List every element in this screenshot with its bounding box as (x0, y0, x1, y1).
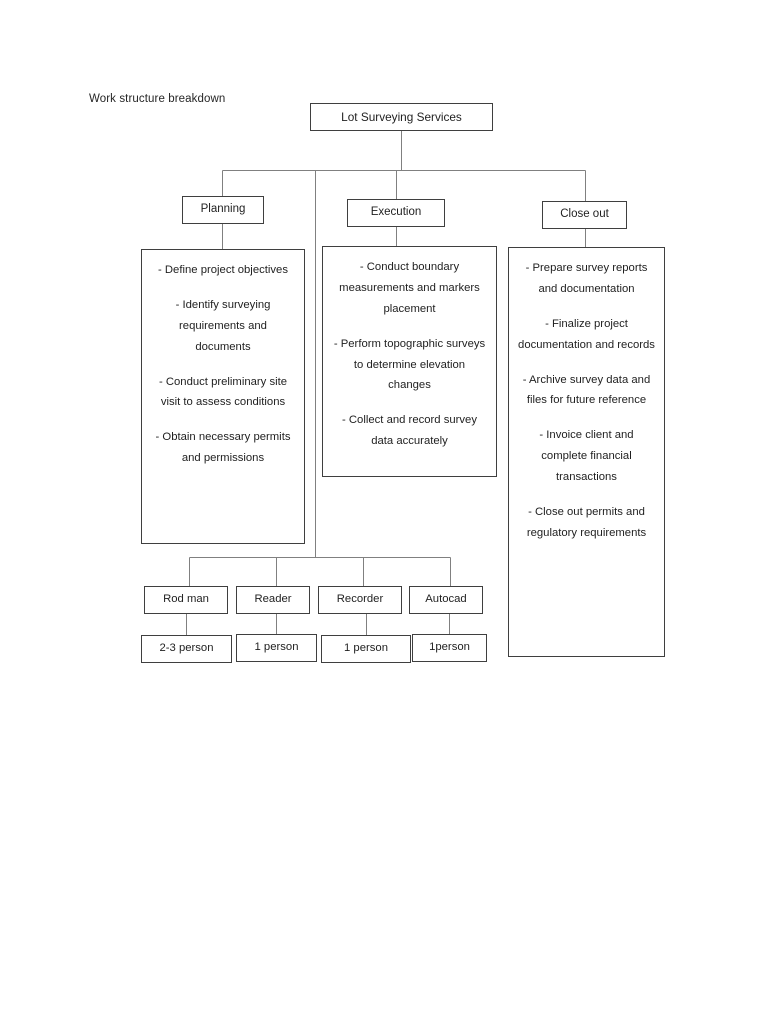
node-phase-execution[interactable]: Execution (347, 199, 445, 227)
node-count-recorder[interactable]: 1 person (321, 635, 411, 663)
panel-planning-tasks: - Define project objectives - Identify s… (141, 249, 305, 544)
node-role-autocad[interactable]: Autocad (409, 586, 483, 614)
node-phase-closeout[interactable]: Close out (542, 201, 627, 229)
node-root-lot-surveying-services[interactable]: Lot Surveying Services (310, 103, 493, 131)
task-item: - Archive survey data and files for futu… (522, 373, 651, 407)
node-role-rod-man[interactable]: Rod man (144, 586, 228, 614)
task-item: - Identify surveying requirements and do… (175, 298, 271, 353)
node-phase-planning[interactable]: Planning (182, 196, 264, 224)
task-item: - Close out permits and regulatory requi… (526, 506, 647, 539)
node-role-reader[interactable]: Reader (236, 586, 310, 614)
task-item: - Prepare survey reports and documentati… (525, 262, 648, 295)
node-role-recorder[interactable]: Recorder (318, 586, 402, 614)
task-item: - Invoice client and complete financial … (539, 429, 634, 484)
task-item: - Perform topographic surveys to determi… (333, 337, 486, 392)
panel-execution-tasks: - Conduct boundary measurements and mark… (322, 246, 497, 477)
task-item: - Collect and record survey data accurat… (342, 414, 477, 448)
node-count-reader[interactable]: 1 person (236, 634, 317, 662)
task-item: - Conduct boundary measurements and mark… (339, 261, 480, 315)
task-item: - Conduct preliminary site visit to asse… (158, 375, 288, 409)
diagram-title: Work structure breakdown (89, 93, 226, 105)
task-item: - Finalize project documentation and rec… (518, 317, 655, 351)
panel-closeout-tasks: - Prepare survey reports and documentati… (508, 247, 665, 657)
node-count-rod-man[interactable]: 2-3 person (141, 635, 232, 663)
task-item: - Define project objectives (158, 264, 288, 276)
node-count-autocad[interactable]: 1person (412, 634, 487, 662)
task-item: - Obtain necessary permits and permissio… (155, 431, 291, 465)
